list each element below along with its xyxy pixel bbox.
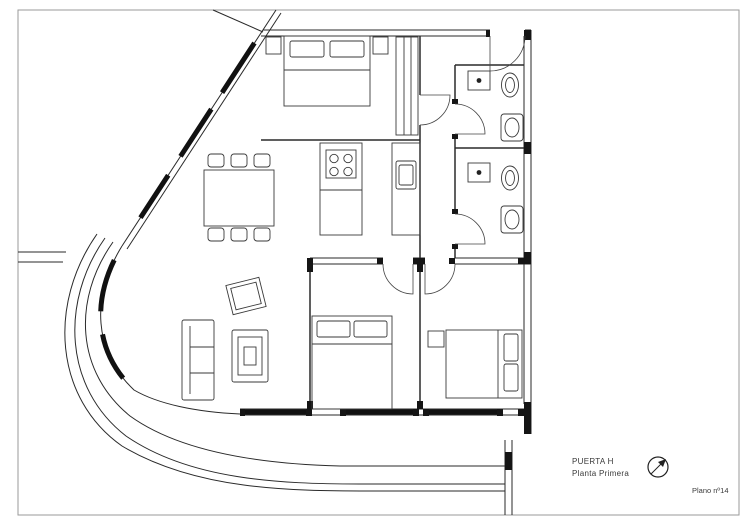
plan-number: Plano nº14	[692, 486, 729, 495]
toilet-icon	[467, 70, 491, 91]
bedroom-b-door-swing	[424, 263, 456, 295]
bed-bedroom-b	[445, 329, 523, 399]
furniture	[181, 35, 524, 410]
bedroom-a-door-swing	[382, 263, 414, 295]
nightstand-right	[372, 36, 389, 55]
terrace-curve-inner	[85, 241, 505, 467]
title-block: PUERTA H Planta Primera	[572, 456, 629, 480]
dining-table	[203, 169, 275, 227]
nightstand-bedroom-b	[427, 330, 445, 348]
wall-piers	[240, 30, 531, 470]
window-glazing-diagonal	[119, 8, 279, 248]
washbasin-icon	[500, 113, 524, 142]
sink-icon	[395, 160, 417, 190]
kitchen-island	[319, 142, 363, 236]
bidet-icon	[501, 72, 519, 98]
nightstand-left	[265, 36, 282, 55]
bidet-icon	[501, 165, 519, 191]
entry-door-swing	[489, 35, 526, 72]
window-glazing-curve	[98, 244, 241, 417]
bathroom-1-door-swing	[454, 103, 486, 135]
wardrobe	[395, 36, 419, 136]
sofa	[181, 319, 215, 401]
dining-chairs	[207, 153, 271, 242]
title-project: PUERTA H	[572, 457, 614, 466]
stove-icon	[325, 149, 357, 179]
bed-bedroom-a	[311, 315, 393, 410]
kitchen-counter	[391, 142, 421, 236]
north-arrow-icon	[647, 456, 669, 478]
bathroom-2-door-swing	[454, 213, 486, 245]
bathroom-2-fixtures	[467, 162, 524, 234]
coffee-table	[225, 276, 267, 316]
terrace-curve-outer	[64, 233, 505, 492]
washbasin-icon	[500, 205, 524, 234]
bedroom-top-door-swing	[419, 94, 451, 126]
doors	[382, 35, 526, 295]
terrace-curve-middle	[74, 237, 505, 485]
armchair	[231, 329, 269, 383]
title-floor: Planta Primera	[572, 469, 630, 478]
bathroom-1-fixtures	[467, 70, 524, 142]
toilet-icon	[467, 162, 491, 183]
bed-top-bedroom	[283, 35, 371, 107]
